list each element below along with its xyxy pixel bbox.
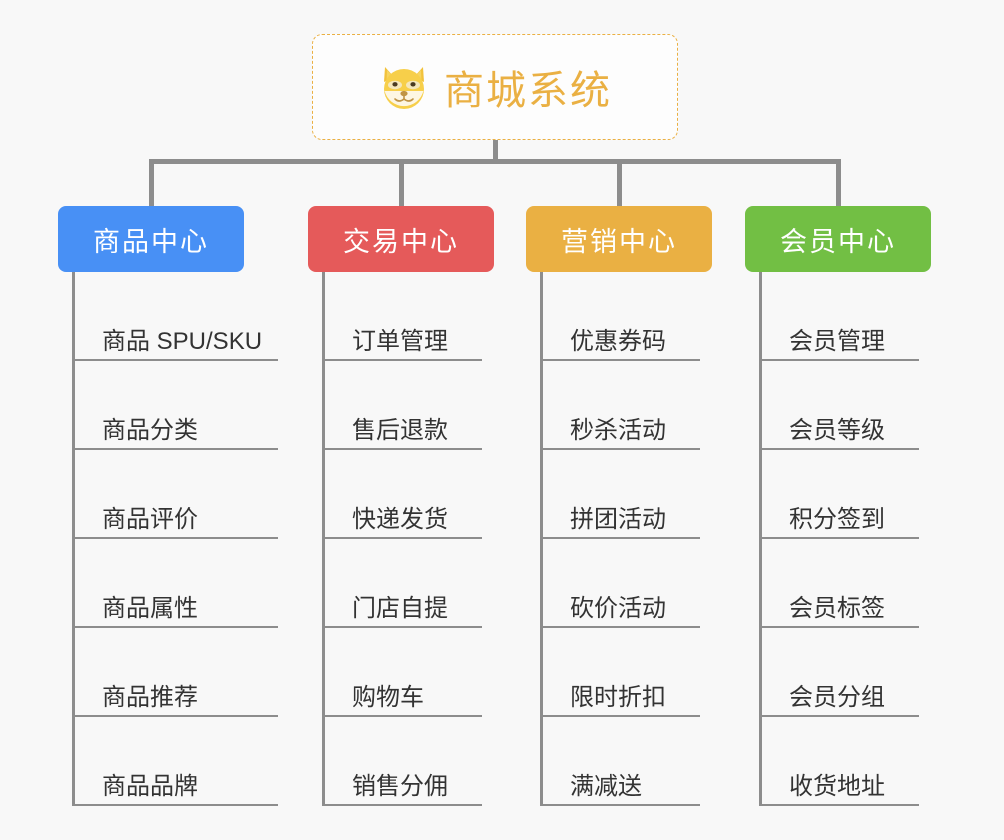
branch-1: 商品 SPU/SKU 商品分类商品评价商品属性商品推荐商品品牌 — [72, 272, 278, 806]
connector-horizontal-bus — [148, 159, 841, 164]
leaf-item[interactable]: 会员分组 — [759, 628, 919, 717]
connector-drop-2 — [398, 159, 404, 207]
leaf-item-label: 积分签到 — [789, 505, 885, 533]
leaf-item-label: 满减送 — [570, 772, 642, 800]
root-title: 商城系统 — [444, 69, 612, 113]
leaf-item-label: 售后退款 — [352, 416, 448, 444]
leaf-item-label: 订单管理 — [352, 327, 448, 355]
leaf-item[interactable]: 商品属性 — [72, 539, 278, 628]
leaf-item-label: 会员管理 — [789, 327, 885, 355]
leaf-item-label: 销售分佣 — [352, 772, 448, 800]
branch-trunk — [759, 272, 762, 806]
leaf-item[interactable]: 砍价活动 — [540, 539, 700, 628]
branch-trunk — [72, 272, 75, 806]
leaf-item[interactable]: 商品分类 — [72, 361, 278, 450]
leaf-item[interactable]: 快递发货 — [322, 450, 482, 539]
leaf-item-label: 快递发货 — [352, 505, 448, 533]
leaf-item[interactable]: 收货地址 — [759, 717, 919, 806]
leaf-item[interactable]: 会员标签 — [759, 539, 919, 628]
leaf-item[interactable]: 订单管理 — [322, 272, 482, 361]
leaf-item[interactable]: 商品品牌 — [72, 717, 278, 806]
leaf-item-label: 商品 SPU/SKU — [102, 327, 263, 355]
connector-drop-4 — [835, 159, 841, 207]
leaf-item[interactable]: 会员等级 — [759, 361, 919, 450]
connector-drop-3 — [616, 159, 622, 207]
leaf-item-label: 限时折扣 — [570, 683, 666, 711]
connector-drop-1 — [148, 159, 154, 207]
leaf-item[interactable]: 商品推荐 — [72, 628, 278, 717]
leaf-item-label: 商品评价 — [102, 505, 198, 533]
leaf-item-label: 商品属性 — [102, 594, 198, 622]
leaf-item-label: 会员标签 — [789, 594, 885, 622]
root-node[interactable]: 商城系统 — [312, 34, 678, 140]
branch-3: 优惠券码秒杀活动拼团活动砍价活动限时折扣满减送 — [540, 272, 700, 806]
leaf-item[interactable]: 购物车 — [322, 628, 482, 717]
category-box-4[interactable]: 会员中心 — [745, 206, 931, 272]
leaf-item[interactable]: 门店自提 — [322, 539, 482, 628]
leaf-item[interactable]: 销售分佣 — [322, 717, 482, 806]
category-box-3[interactable]: 营销中心 — [526, 206, 712, 272]
leaf-item[interactable]: 售后退款 — [322, 361, 482, 450]
leaf-item-label: 会员分组 — [789, 683, 885, 711]
leaf-item[interactable]: 商品 SPU/SKU — [72, 272, 278, 361]
leaf-item[interactable]: 积分签到 — [759, 450, 919, 539]
leaf-item[interactable]: 拼团活动 — [540, 450, 700, 539]
leaf-item-label: 收货地址 — [789, 772, 885, 800]
category-label: 商品中心 — [93, 226, 209, 257]
leaf-item[interactable]: 会员管理 — [759, 272, 919, 361]
branch-2: 订单管理售后退款快递发货门店自提购物车销售分佣 — [322, 272, 482, 806]
leaf-item-label: 商品分类 — [102, 416, 198, 444]
leaf-item-label: 砍价活动 — [570, 594, 666, 622]
category-label: 交易中心 — [343, 226, 459, 257]
leaf-item-label: 商品推荐 — [102, 683, 198, 711]
leaf-item[interactable]: 满减送 — [540, 717, 700, 806]
category-box-2[interactable]: 交易中心 — [308, 206, 494, 272]
branch-trunk — [540, 272, 543, 806]
leaf-item-label: 拼团活动 — [570, 505, 666, 533]
leaf-item[interactable]: 商品评价 — [72, 450, 278, 539]
category-label: 营销中心 — [561, 226, 677, 257]
leaf-item[interactable]: 限时折扣 — [540, 628, 700, 717]
leaf-item-label: 门店自提 — [352, 594, 448, 622]
leaf-item[interactable]: 优惠券码 — [540, 272, 700, 361]
connector-root-stem — [493, 140, 498, 164]
branch-trunk — [322, 272, 325, 806]
leaf-item[interactable]: 秒杀活动 — [540, 361, 700, 450]
leaf-item-label: 会员等级 — [789, 416, 885, 444]
dog-face-icon — [378, 61, 430, 113]
leaf-item-label: 优惠券码 — [570, 327, 666, 355]
leaf-item-label: 商品品牌 — [102, 772, 198, 800]
category-box-1[interactable]: 商品中心 — [58, 206, 244, 272]
leaf-item-label: 秒杀活动 — [570, 416, 666, 444]
category-label: 会员中心 — [780, 226, 896, 257]
branch-4: 会员管理会员等级积分签到会员标签会员分组收货地址 — [759, 272, 919, 806]
leaf-item-label: 购物车 — [352, 683, 424, 711]
